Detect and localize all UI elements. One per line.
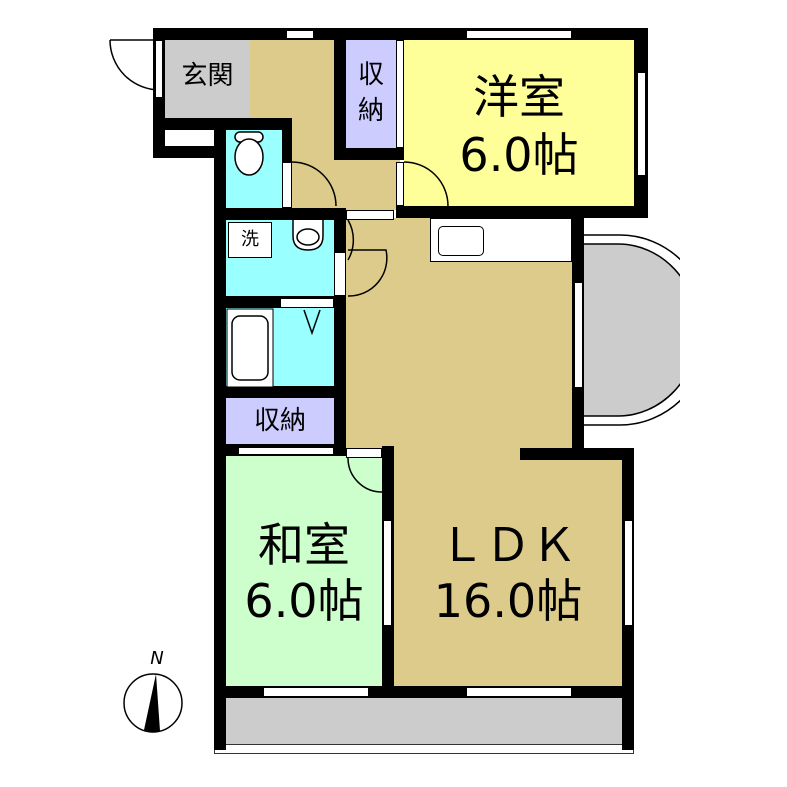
western-right-window	[637, 72, 646, 176]
wash-door-opening	[334, 252, 346, 296]
japanese-bottom-window	[263, 687, 369, 697]
japanese-door-opening	[346, 448, 382, 458]
balcony-rail	[214, 744, 634, 754]
wall	[214, 118, 226, 750]
compass-icon	[123, 673, 183, 733]
japanese-door-swing-icon	[347, 457, 383, 493]
ldk-name: ＬＤＫ	[439, 518, 577, 572]
kitchen-sink-icon	[438, 226, 484, 256]
washroom-label-box	[228, 222, 272, 258]
wall	[334, 28, 346, 160]
washroom-label: 洗	[241, 229, 259, 250]
japanese-room	[226, 456, 382, 686]
japanese-ldk-sliding-door	[383, 520, 392, 626]
western-top-window	[466, 30, 572, 39]
genkan-room	[165, 40, 250, 118]
western-door-swing-icon	[403, 161, 449, 207]
washbasin-icon	[292, 220, 324, 251]
bath-door-opening	[280, 298, 334, 308]
wall	[214, 386, 346, 398]
ldk-room-lower	[394, 448, 624, 686]
ldk-bay-window	[574, 282, 583, 388]
ldk-bottom-window	[466, 687, 572, 697]
toilet-icon	[234, 131, 264, 176]
corridor-top-window	[286, 30, 314, 39]
toilet-door-swing-icon	[291, 161, 337, 207]
storage-mid-room	[226, 398, 334, 444]
floor-drain-icon	[303, 309, 321, 336]
compass-north-label: N	[150, 648, 164, 669]
wash-door-opening-top	[346, 210, 394, 220]
bay-balcony	[581, 234, 680, 426]
balcony	[226, 698, 622, 744]
wall	[214, 208, 346, 220]
storage-top-room	[346, 40, 396, 148]
japanese-room-size: 6.0帖	[244, 574, 364, 628]
toilet-door-opening	[282, 162, 292, 208]
japanese-room-name: 和室	[258, 518, 350, 572]
ldk-size: 16.0帖	[433, 574, 583, 628]
western-room-name: 洋室	[473, 70, 565, 124]
storage-mid-label: 収納	[253, 406, 306, 436]
wall	[334, 208, 346, 456]
entrance-door-opening	[155, 40, 163, 98]
wall	[334, 148, 404, 160]
wall	[520, 448, 634, 460]
genkan-window	[167, 130, 214, 144]
western-door-opening	[396, 162, 404, 206]
bathtub-icon	[226, 308, 274, 388]
wash-door-swing-icon	[347, 219, 388, 297]
storage-top-label-line1: 収	[357, 60, 384, 90]
western-room	[404, 40, 634, 208]
ldk-right-window	[624, 520, 633, 626]
wall	[153, 146, 226, 158]
storage-top-sliding-door	[396, 40, 404, 148]
western-room-size: 6.0帖	[459, 128, 579, 182]
genkan-label: 玄関	[181, 61, 234, 91]
wall	[396, 206, 648, 218]
storage-mid-sliding-door	[238, 447, 334, 455]
storage-top-label-line2: 納	[357, 96, 384, 126]
entrance-door-swing-icon	[109, 39, 161, 91]
